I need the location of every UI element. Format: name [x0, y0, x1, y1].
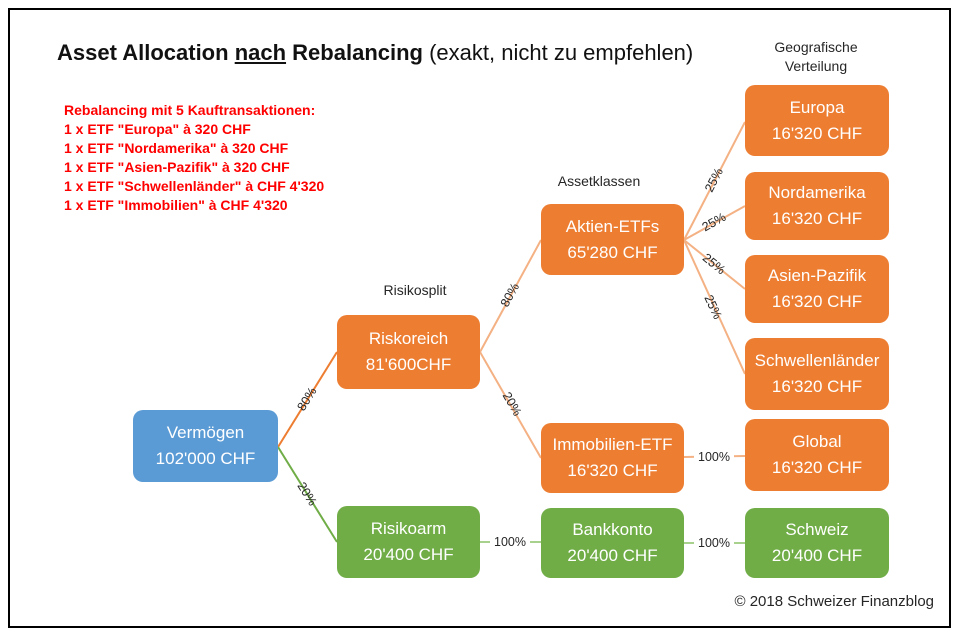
node-asien-pazifik: Asien-Pazifik 16'320 CHF	[745, 255, 889, 323]
edge-aktien-schwellenlaender	[683, 239, 746, 375]
transaction-item: 1 x ETF "Schwellenländer" à CHF 4'320	[64, 178, 325, 194]
node-value: 16'320 CHF	[771, 292, 863, 311]
title-tail: Rebalancing	[292, 40, 423, 65]
node-value: 65'280 CHF	[567, 242, 658, 262]
edge-aktien-asien-pazifik	[683, 239, 746, 290]
node-label: Asien-Pazifik	[767, 266, 867, 285]
transaction-item: 1 x ETF "Europa" à 320 CHF	[64, 121, 251, 137]
transaction-item: 1 x ETF "Asien-Pazifik" à 320 CHF	[64, 159, 290, 175]
node-europa: Europa 16'320 CHF	[745, 85, 889, 156]
transaction-item: 1 x ETF "Nordamerika" à 320 CHF	[64, 140, 289, 156]
edge-label-bankkonto-schweiz: 100%	[694, 536, 734, 550]
node-value: 16'320 CHF	[567, 461, 658, 480]
column-label-risikosplit: Risikosplit	[383, 282, 447, 298]
transactions-heading: Rebalancing mit 5 Kauftransaktionen:	[64, 102, 316, 118]
title-underlined-word: nach	[234, 40, 287, 65]
edge-riskoreich-aktien	[479, 239, 542, 353]
node-label: Nordamerika	[768, 183, 866, 202]
node-label: Immobilien-ETF	[552, 435, 673, 454]
title-note: (exakt, nicht zu empfehlen)	[429, 40, 694, 65]
node-immobilien-etf: Immobilien-ETF 16'320 CHF	[541, 423, 684, 493]
transactions-list: Rebalancing mit 5 Kauftransaktionen: 1 x…	[64, 101, 324, 215]
node-value: 20'400 CHF	[771, 546, 863, 565]
transaction-item: 1 x ETF "Immobilien" à CHF 4'320	[64, 197, 288, 213]
edge-aktien-europa	[683, 121, 746, 241]
node-nordamerika: Nordamerika 16'320 CHF	[745, 172, 889, 240]
node-label: Europa	[789, 97, 845, 117]
node-schwellenlaender: Schwellenländer 16'320 CHF	[745, 338, 889, 410]
node-label: Global	[792, 432, 842, 451]
edge-aktien-nordamerika	[683, 205, 746, 241]
node-value: 16'320 CHF	[771, 123, 863, 143]
node-global: Global 16'320 CHF	[745, 419, 889, 491]
node-label: Risikoarm	[370, 519, 447, 538]
page-title: Asset Allocation nach Rebalancing (exakt…	[57, 40, 693, 66]
node-value: 16'320 CHF	[771, 209, 863, 228]
node-value: 16'320 CHF	[771, 377, 863, 396]
node-label: Schwellenländer	[754, 351, 880, 370]
node-schweiz: Schweiz 20'400 CHF	[745, 508, 889, 578]
node-label: Bankkonto	[572, 520, 653, 539]
node-risikoarm: Risikoarm 20'400 CHF	[337, 506, 480, 578]
edge-vermoegen-riskoreich	[277, 351, 338, 448]
edge-label-immobilien-global: 100%	[694, 450, 734, 464]
node-label: Riskoreich	[368, 329, 449, 348]
edge-vermoegen-risikoarm	[277, 446, 338, 543]
edge-label-risikoarm-bankkonto: 100%	[490, 535, 530, 549]
node-vermoegen: Vermögen 102'000 CHF	[133, 410, 278, 482]
edge-riskoreich-immobilien	[479, 351, 542, 459]
node-label: Schweiz	[785, 520, 849, 539]
column-label-assetklassen: Assetklassen	[557, 173, 641, 189]
node-value: 20'400 CHF	[363, 545, 454, 564]
node-bankkonto: Bankkonto 20'400 CHF	[541, 508, 684, 578]
node-riskoreich: Riskoreich 81'600CHF	[337, 315, 480, 389]
page-border	[8, 8, 951, 628]
node-aktien-etfs: Aktien-ETFs 65'280 CHF	[541, 204, 684, 275]
node-value: 102'000 CHF	[155, 449, 256, 468]
title-main: Asset Allocation	[57, 40, 229, 65]
node-label: Aktien-ETFs	[565, 216, 660, 236]
column-label-geografische-verteilung: Geografische Verteilung	[774, 39, 858, 74]
node-value: 81'600CHF	[365, 355, 452, 374]
node-value: 20'400 CHF	[567, 546, 658, 565]
node-value: 16'320 CHF	[771, 458, 863, 477]
node-label: Vermögen	[166, 423, 245, 442]
copyright: © 2018 Schweizer Finanzblog	[734, 593, 935, 610]
